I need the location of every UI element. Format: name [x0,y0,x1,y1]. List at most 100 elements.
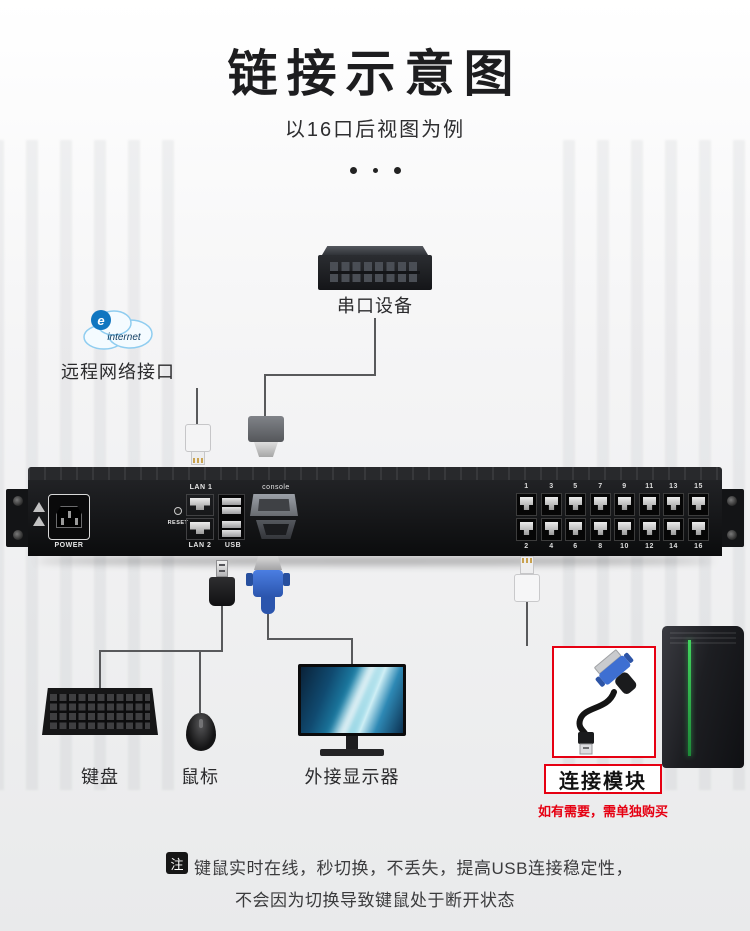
serial-device-ports [330,262,420,282]
monitor-label: 外接显示器 [304,767,400,787]
connector-line [199,650,201,713]
port-number: 16 [694,543,703,550]
note-badge: 注 [166,852,188,874]
plug-tip [520,556,534,574]
port-number: 2 [524,543,529,550]
vga-port [256,520,296,539]
internet-text: internet [107,332,142,343]
power-inlet [48,494,90,540]
console-db9-port [250,494,298,516]
mouse-label: 鼠标 [181,767,219,787]
rack-ear-left [6,489,30,547]
screw-icon [13,530,23,540]
plug-body [185,424,211,452]
internet-e-icon [91,310,111,330]
plug-tip [216,560,228,577]
plug-face [254,556,282,570]
device-shadow [36,557,714,565]
rj45-port [516,518,537,541]
port-number: 7 [598,483,603,490]
usb-plug [209,560,235,606]
plug-face [254,442,278,457]
rj45-port [663,518,684,541]
plug-body [248,416,284,442]
rj45-port [614,518,635,541]
connector-line [267,614,269,640]
lan2-label: LAN 2 [188,542,212,549]
port-number: 15 [694,483,703,490]
vga-plug [246,556,290,614]
port-number: 12 [645,543,654,550]
monitor-illustration [298,664,406,758]
usb-ports [218,494,245,540]
port-number: 6 [573,543,578,550]
tower-led-strip [688,640,691,756]
screw-icon [283,573,290,586]
lan2-port [186,518,214,540]
rj45-port [590,518,611,541]
screw-icon [246,573,253,586]
reset-button [174,507,182,515]
kvm-device-top-panel [28,467,722,480]
keyboard-keys [50,694,150,729]
rj45-port [614,493,635,516]
kvm-switch-device: POWER RESET LAN 1 LAN 2 USB console 1 3 … [28,480,722,556]
page-subtitle: 以16口后视图为例 [284,119,466,141]
rj45-port [541,493,562,516]
console-label: console [262,484,290,491]
reset-label: RESET [167,520,189,526]
module-label: 连接模块 [559,770,647,793]
lan1-port [186,494,214,516]
plug-tip [191,452,205,465]
internet-cloud-icon: e internet [80,304,156,354]
port-number: 1 [524,483,529,490]
port-number: 11 [645,483,654,490]
monitor-stand [346,736,358,749]
monitor-base [320,749,384,756]
rj45-port [663,493,684,516]
warning-icon [32,498,46,530]
rj45-port [639,493,660,516]
rack-ear-right [720,489,744,547]
rj45-port [639,518,660,541]
port-number: 8 [598,543,603,550]
rj45-port [688,493,709,516]
rj45-port [516,493,537,516]
note-line1: 键鼠实时在线，秒切换，不丢失，提高USB连接稳定性， [194,859,633,878]
rj45-port [688,518,709,541]
rj45-port [541,518,562,541]
rj45-plug-module [513,556,541,602]
plug-body [209,577,235,606]
server-room-backdrop-left [0,140,187,790]
connector-line [99,650,223,652]
screw-icon [13,496,23,506]
keyboard-label: 键盘 [81,767,119,787]
kvm-dongle-illustration [576,649,637,755]
mouse-illustration [186,713,216,751]
plug-body [253,570,283,597]
usb-label: USB [224,542,242,549]
port-number: 3 [549,483,554,490]
port-number: 14 [669,543,678,550]
plug-boot [261,597,275,614]
port-number: 5 [573,483,578,490]
plug-body [514,574,540,602]
keyboard-illustration [42,688,158,735]
page-title: 链接示意图 [227,46,523,102]
power-socket-icon [56,506,82,528]
port-number: 4 [549,543,554,550]
module-label-box: 连接模块 [544,764,662,794]
screw-icon [727,530,737,540]
monitor-wallpaper [301,667,403,733]
serial-device-top [322,246,428,255]
serial-device-illustration [318,246,432,290]
serial-device-label: 串口设备 [337,296,413,316]
connector-line [196,388,198,424]
db9-plug-serial [246,416,286,458]
rj45-plug-internet [185,424,213,466]
rj45-port [565,493,586,516]
connector-line [374,318,376,376]
lan1-label: LAN 1 [189,484,213,491]
dots-decoration [0,162,750,180]
